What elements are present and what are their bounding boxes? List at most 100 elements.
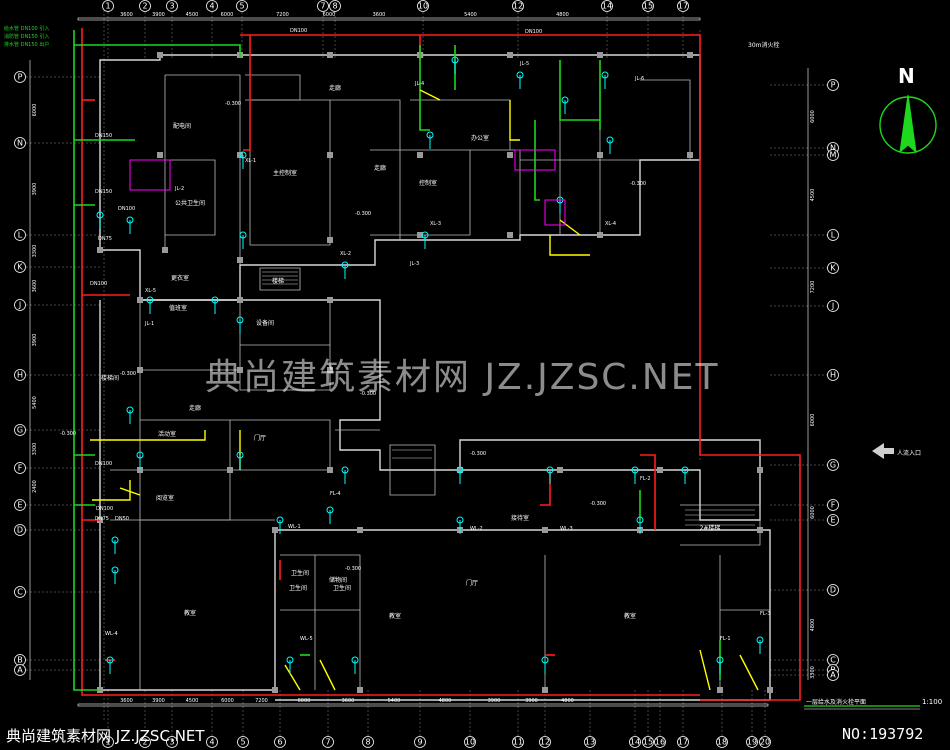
elevation-mark: -0.300: [360, 391, 376, 397]
svg-text:2: 2: [142, 738, 147, 747]
bottom-axis-1: 1: [102, 736, 114, 748]
bottom-dim: 3600: [342, 698, 355, 704]
left-axis-K: K: [14, 261, 26, 273]
bottom-dim: 3600: [120, 698, 133, 704]
column: [237, 257, 243, 263]
left-dim: 6000: [32, 104, 38, 117]
top-dimension-line: [77, 17, 701, 21]
svg-text:15: 15: [643, 738, 653, 747]
bottom-axis-12: 12: [539, 736, 551, 748]
bottom-axis-13: 13: [584, 736, 596, 748]
riser-icon: [516, 71, 524, 89]
column: [327, 52, 333, 58]
top-axis-10: 10: [417, 0, 429, 12]
column: [597, 232, 603, 238]
right-dim: 6000: [810, 110, 816, 123]
top-axis-4: 4: [206, 0, 218, 12]
left-axis-B: B: [14, 654, 26, 666]
elevation-mark: -0.300: [590, 501, 606, 507]
svg-text:G: G: [17, 426, 23, 435]
column: [137, 367, 143, 373]
bottom-axis-11: 11: [512, 736, 524, 748]
column: [327, 367, 333, 373]
top-axis-14: 14: [601, 0, 613, 12]
pipe-tag: WL-3: [560, 526, 573, 532]
elevation-mark: -0.300: [345, 566, 361, 572]
bottom-dim: 5400: [388, 698, 401, 704]
left-axis-C: C: [14, 586, 26, 598]
column: [272, 527, 278, 533]
pipe-tag: XL-3: [430, 221, 441, 227]
equipment-boxes: [129, 149, 566, 226]
svg-text:M: M: [830, 151, 837, 160]
svg-text:K: K: [830, 264, 836, 273]
top-dim: 6000: [323, 12, 336, 18]
top-axis-7: 7: [317, 0, 329, 12]
column: [357, 527, 363, 533]
left-axis-H: H: [14, 369, 26, 381]
svg-text:13: 13: [585, 738, 595, 747]
room-label: 走廊: [374, 164, 386, 172]
riser-icon: [541, 656, 549, 674]
pipe-tag: JL-4: [414, 81, 424, 87]
riser-icon: [456, 516, 464, 534]
room-label: 活动室: [158, 430, 176, 438]
svg-text:17: 17: [678, 738, 688, 747]
pipe-size: DN100: [118, 206, 135, 212]
svg-text:H: H: [17, 371, 23, 380]
svg-text:8: 8: [332, 2, 337, 11]
legend-line: 排水管 DN150 出户: [4, 41, 49, 48]
entrance-arrow-tail: [884, 448, 894, 454]
svg-text:B: B: [17, 656, 23, 665]
riser-icon: [286, 656, 294, 674]
room-label: 主控制室: [273, 169, 297, 177]
column: [327, 237, 333, 243]
svg-text:18: 18: [717, 738, 727, 747]
pipe-size: DN100: [96, 506, 113, 512]
svg-text:14: 14: [630, 738, 640, 747]
stairs: [262, 271, 755, 526]
right-axis-G: G: [827, 459, 839, 471]
svg-text:A: A: [830, 671, 836, 680]
pipe-tag: FL-4: [330, 491, 341, 497]
riser-icon: [276, 516, 284, 534]
svg-text:20: 20: [760, 738, 770, 747]
right-axis-J: J: [827, 300, 839, 312]
right-axis-L: L: [827, 229, 839, 241]
room-label: 教室: [184, 609, 196, 617]
pipe-tag: JL-6: [634, 76, 644, 82]
svg-text:1: 1: [105, 738, 110, 747]
svg-text:A: A: [17, 666, 23, 675]
svg-text:P: P: [18, 73, 23, 82]
room-labels: 主控制室走廊走廊楼梯设备间值班室配电间控制室办公室公共卫生间更衣室走廊楼梯间活动…: [101, 84, 720, 620]
pipe-tag: XL-5: [145, 288, 156, 294]
top-axis-17: 17: [677, 0, 689, 12]
svg-text:3: 3: [169, 2, 174, 11]
room-label: 接待室: [511, 514, 529, 522]
elevation-mark: -0.300: [225, 101, 241, 107]
column: [417, 232, 423, 238]
pipe-size: DN150: [95, 133, 112, 139]
bottom-axis-2: 2: [139, 736, 151, 748]
riser-icon: [96, 211, 104, 229]
bottom-axis-4: 4: [206, 736, 218, 748]
svg-text:J: J: [18, 301, 21, 310]
riser-icon: [326, 506, 334, 524]
column: [137, 467, 143, 473]
bottom-axis-3: 3: [166, 736, 178, 748]
column: [417, 152, 423, 158]
room-label: 控制室: [419, 179, 437, 187]
svg-text:D: D: [830, 586, 836, 595]
pipe-size: DN75: [98, 236, 112, 242]
riser-icon: [351, 656, 359, 674]
pipe-tag: WL-4: [105, 631, 118, 637]
pipe-tag: JL-3: [409, 261, 419, 267]
bottom-axis-9: 9: [414, 736, 426, 748]
riser-icon: [126, 216, 134, 234]
bottom-axis-5: 5: [237, 736, 249, 748]
top-dim: 3600: [120, 12, 133, 18]
column: [767, 687, 773, 693]
column: [357, 687, 363, 693]
